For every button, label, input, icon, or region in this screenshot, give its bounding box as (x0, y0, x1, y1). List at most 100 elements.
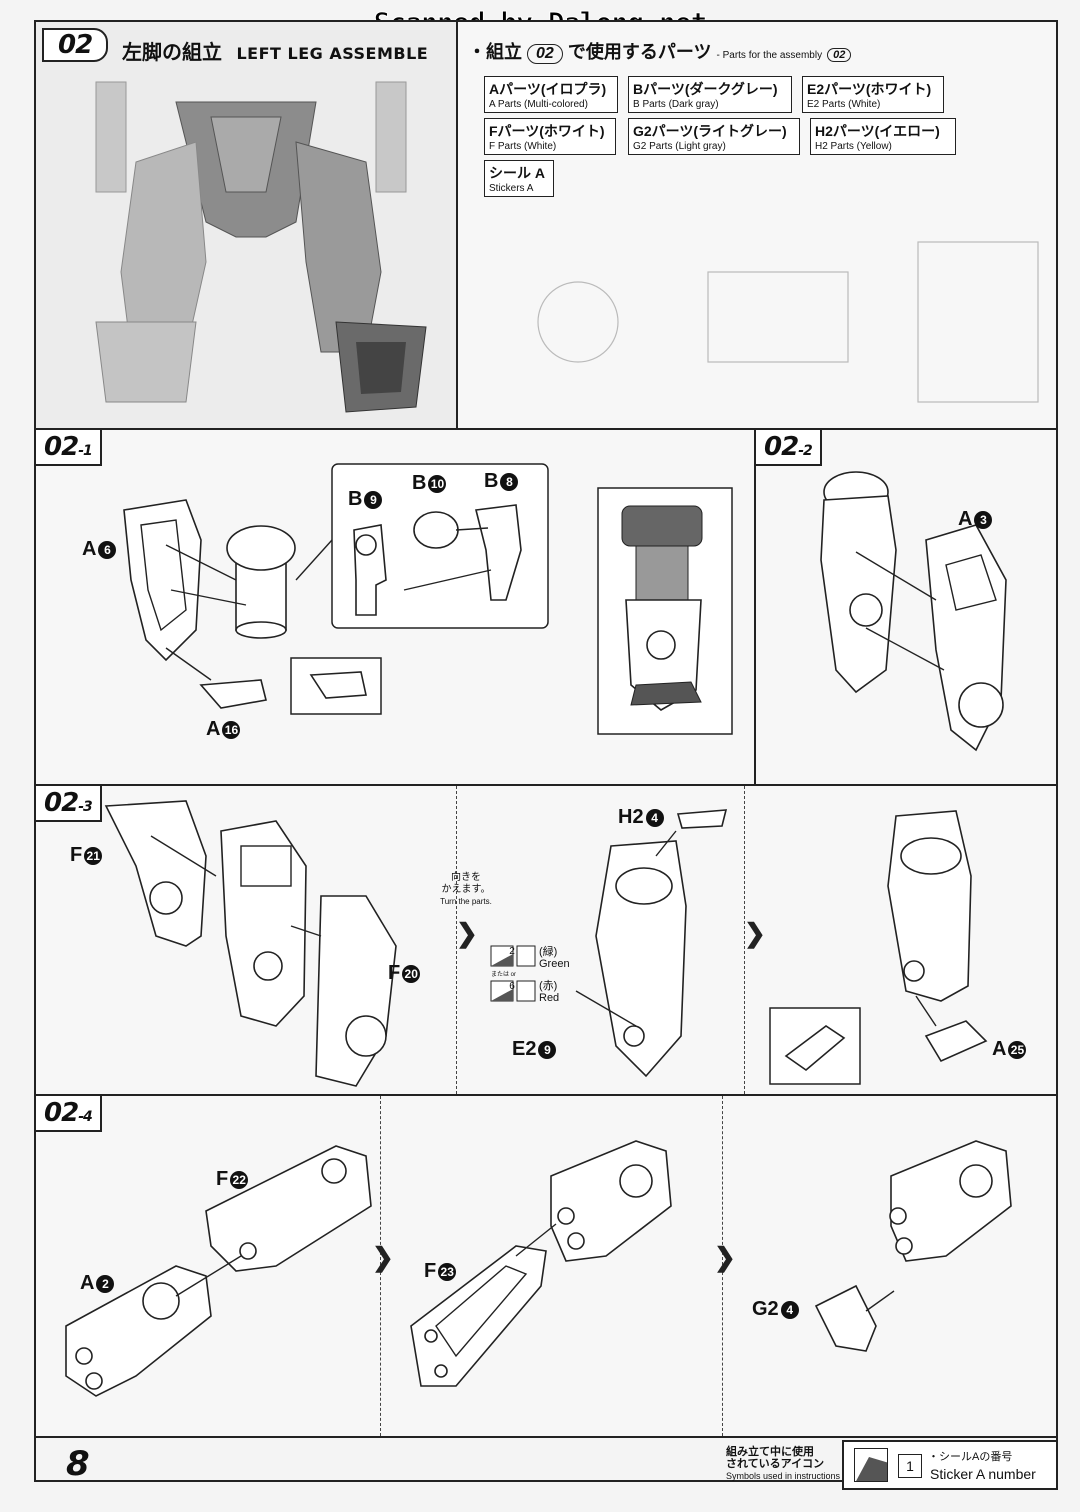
parts-header: ・組立 02 で使用するパーツ - Parts for the assembly… (468, 38, 852, 64)
sticker-red-num: 6 (509, 981, 515, 992)
legend-jp2: されているアイコン (726, 1458, 825, 1470)
part-b-jp: Bパーツ(ダークグレー) (633, 81, 778, 97)
callout-a3-num: 3 (974, 510, 993, 529)
sticker-red-label: (赤) Red (539, 980, 559, 1004)
callout-b9-num: 9 (364, 490, 383, 509)
legend-jp1: 組み立て中に使用 (726, 1446, 814, 1458)
header-title-jp: 左脚の組立 (122, 40, 222, 64)
step-02-1-sub: -1 (78, 443, 93, 459)
step-02-2-illustration (820, 471, 1007, 752)
parts-header-step: 02 (527, 44, 563, 64)
step-02-3-panel: 02-3 ❯ ❯ (34, 784, 1058, 1096)
callout-f23-letter: F (424, 1260, 437, 1282)
callout-a25-num: 25 (1008, 1040, 1027, 1059)
sticker-red-jp: (赤) (539, 980, 558, 992)
parts-list-background-ghost (537, 241, 1039, 403)
legend-sticker-icon (854, 1448, 888, 1482)
part-box-g2: G2パーツ(ライトグレー) G2 Parts (Light gray) (628, 118, 800, 155)
header-title: 左脚の組立 LEFT LEG ASSEMBLE (122, 36, 428, 65)
next-arrow-1: ❯ (456, 918, 478, 948)
step-02-4-divider-1 (380, 1096, 381, 1436)
step-02-3-divider-1 (456, 786, 457, 1094)
callout-h24-num: 4 (645, 808, 664, 827)
step-02-2-tag: 02-2 (756, 430, 822, 466)
legend-num: 1 (898, 1454, 922, 1478)
parts-header-step-en: 02 (827, 48, 852, 62)
sticker-red-en: Red (539, 992, 560, 1004)
part-box-b: Bパーツ(ダークグレー) B Parts (Dark gray) (628, 76, 792, 113)
next-arrow-3: ❯ (372, 1242, 394, 1272)
turn-note-jp1: 向きを (451, 872, 481, 883)
part-h2-jp: H2パーツ(イエロー) (815, 123, 940, 139)
callout-a2-num: 2 (96, 1274, 115, 1293)
part-f-jp: Fパーツ(ホワイト) (489, 123, 605, 139)
part-b-en: B Parts (Dark gray) (633, 99, 719, 110)
header-step-number: 02 (58, 30, 93, 60)
callout-f21-letter: F (70, 844, 83, 866)
sticker-green-num: 2 (509, 946, 515, 957)
part-g2-en: G2 Parts (Light gray) (633, 141, 726, 152)
legend-en: Symbols used in instructions (726, 1471, 841, 1481)
callout-b10-num: 10 (428, 474, 447, 493)
legend-label-jp: ・シールAの番号 (928, 1451, 1013, 1463)
legend-caption: 組み立て中に使用 されているアイコン Symbols used in instr… (726, 1446, 840, 1482)
part-box-stickers: シール A Stickers A (484, 160, 554, 197)
callout-e29-letter: E2 (512, 1038, 537, 1060)
step-02-2-sub: -2 (798, 443, 813, 459)
part-box-a: Aパーツ(イロプラ) A Parts (Multi-colored) (484, 76, 618, 113)
callout-b8-letter: B (484, 470, 499, 492)
callout-b9-letter: B (348, 488, 363, 510)
step-02-4-sub: -4 (78, 1109, 93, 1125)
header-title-en: LEFT LEG ASSEMBLE (236, 44, 429, 63)
callout-b10-letter: B (412, 472, 427, 494)
sticker-green-jp: (緑) (539, 946, 558, 958)
turn-note-jp2: かえます。 (441, 884, 491, 895)
step-02-3-divider-2 (744, 786, 745, 1094)
callout-f20-num: 20 (402, 964, 421, 983)
callout-a6-letter: A (82, 538, 97, 560)
stickers-en: Stickers A (489, 183, 534, 194)
turn-note-en: Turn the parts. (440, 897, 492, 906)
turn-note: 向きを かえます。 Turn the parts. (434, 872, 498, 908)
callout-b8-num: 8 (500, 472, 519, 491)
part-h2-en: H2 Parts (Yellow) (815, 141, 892, 152)
page-number: 8 (66, 1444, 90, 1484)
sticker-green-en: Green (539, 958, 570, 970)
header-step-tag: 02 (42, 28, 109, 62)
step-02-4-divider-2 (722, 1096, 723, 1436)
callout-g24-letter: G2 (752, 1298, 779, 1320)
callout-h24-letter: H2 (618, 806, 644, 828)
part-e2-en: E2 Parts (White) (807, 99, 881, 110)
part-a-jp: Aパーツ(イロプラ) (489, 81, 607, 97)
step-02-4-main: 02 (44, 1098, 79, 1128)
step-02-3-sub: -3 (78, 799, 93, 815)
part-f-en: F Parts (White) (489, 141, 557, 152)
part-box-f: Fパーツ(ホワイト) F Parts (White) (484, 118, 616, 155)
sticker-or: または or (491, 972, 517, 978)
stickers-jp: シール A (489, 165, 545, 181)
callout-g24-num: 4 (780, 1300, 799, 1319)
callout-f21-num: 21 (84, 846, 103, 865)
parts-header-suffix: で使用するパーツ (567, 42, 712, 62)
step-02-1-illustration (123, 463, 733, 735)
sticker-green-label: (緑) Green (539, 946, 570, 970)
callout-a16-letter: A (206, 718, 221, 740)
step-02-3-main: 02 (44, 788, 79, 818)
callout-a16-num: 16 (222, 720, 241, 739)
part-box-e2: E2パーツ(ホワイト) E2 Parts (White) (802, 76, 944, 113)
callout-a3-letter: A (958, 508, 973, 530)
callout-a25-letter: A (992, 1038, 1007, 1060)
